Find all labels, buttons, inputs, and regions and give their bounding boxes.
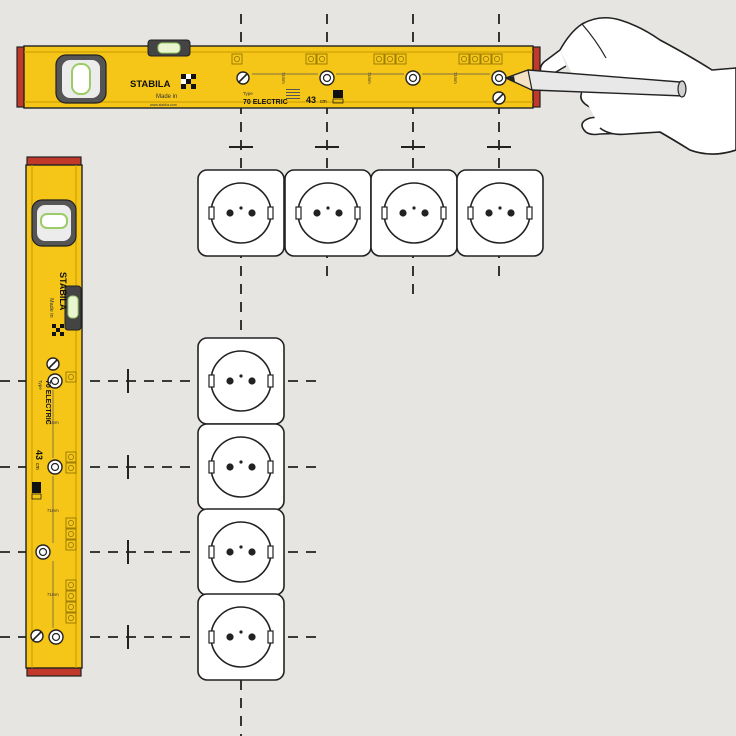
screw-icon [405, 70, 421, 86]
spacing-label: 71mm [47, 592, 59, 597]
socket-icon [197, 423, 285, 511]
brand-label: STABILA [130, 79, 171, 90]
length-value: 43 [306, 95, 316, 105]
spacing-label: 71mm [47, 508, 59, 513]
spacing-label: 71mm [367, 72, 372, 84]
screw-icon [46, 357, 60, 371]
socket-icon [197, 593, 285, 681]
screw-icon [491, 70, 507, 86]
bubble-vial-icon [147, 39, 191, 57]
model-label: 70 ELECTRIC [243, 99, 288, 106]
bubble-vial-icon [31, 199, 77, 247]
brand-label: STABILA [58, 272, 68, 311]
spacing-label: 71mm [281, 72, 286, 84]
website-label: www.stabila.com [150, 103, 177, 107]
screw-icon [48, 629, 64, 645]
screw-icon [35, 544, 51, 560]
spirit-level-horizontal: STABILA Made in www.stabila.com 71mm 71m… [16, 39, 541, 109]
screw-icon [492, 91, 506, 105]
length-unit: cm [34, 463, 40, 470]
screw-icon [319, 70, 335, 86]
length-value: 43 [34, 450, 44, 460]
bubble-vial-icon [64, 285, 82, 331]
screw-icon [30, 629, 44, 643]
type-label: Type [243, 91, 253, 96]
bubble-vial-icon [55, 54, 107, 104]
brand-logo-checker [52, 324, 64, 336]
screw-icon [47, 459, 63, 475]
made-in-label: Made in [48, 298, 54, 318]
socket-column [197, 337, 285, 681]
socket-icon [197, 169, 285, 257]
spirit-level-vertical: STABILA Made in 71mm 71mm 71mm [25, 156, 83, 677]
socket-icon [370, 169, 458, 257]
socket-icon [284, 169, 372, 257]
socket-row [197, 169, 544, 257]
model-label: 70 ELECTRIC [44, 380, 51, 425]
brand-logo-checker [181, 74, 196, 89]
crosshair-marks [127, 146, 511, 649]
spacing-label: 71mm [453, 72, 458, 84]
type-label: Type [38, 380, 43, 390]
socket-icon [197, 337, 285, 425]
spacing-label: 71mm [47, 420, 59, 425]
pencil-icon [504, 69, 687, 98]
made-in-label: Made in [156, 94, 177, 100]
length-unit: cm [320, 99, 327, 105]
socket-icon [197, 508, 285, 596]
screw-icon [236, 71, 250, 85]
socket-icon [456, 169, 544, 257]
